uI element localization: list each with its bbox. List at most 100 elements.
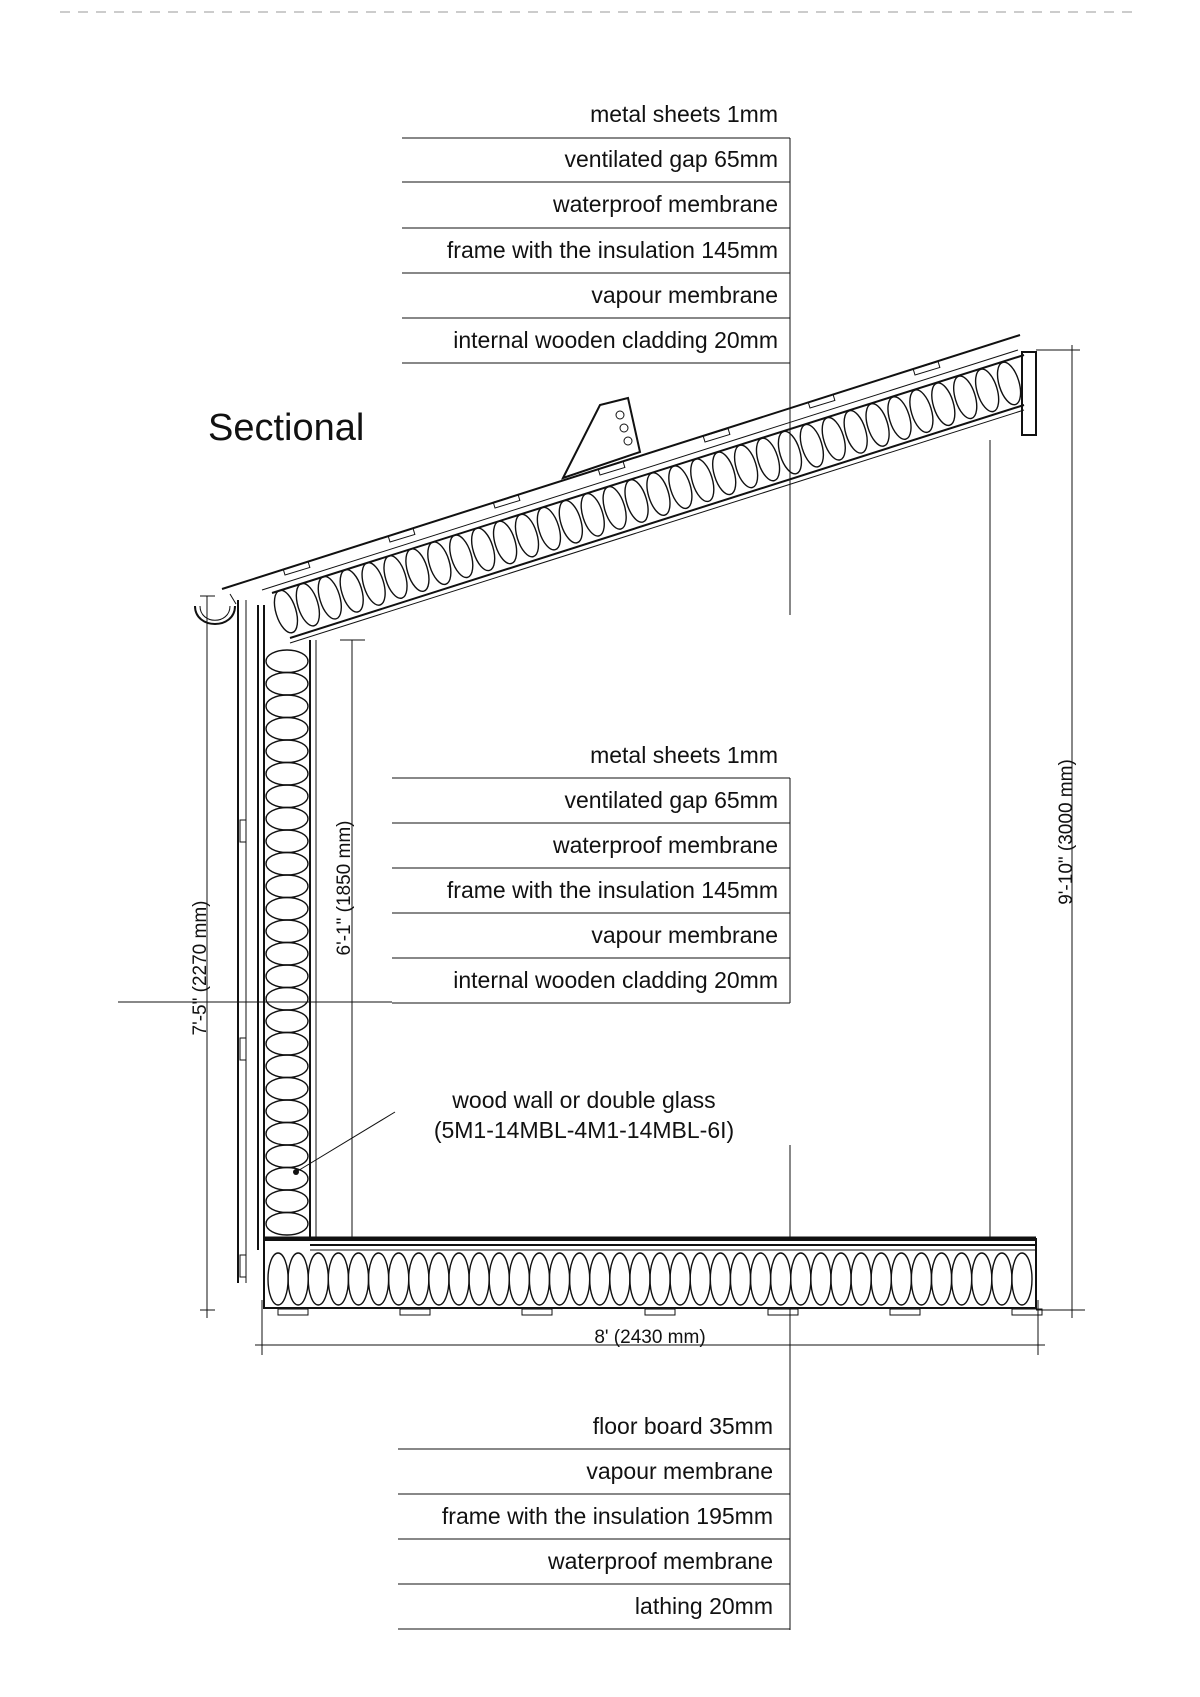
insulation-loop <box>265 1189 309 1214</box>
lathing-strip <box>644 1308 676 1316</box>
insulation-loop <box>265 716 309 741</box>
insulation-loop <box>367 1252 390 1306</box>
insulation-loop <box>991 1252 1013 1306</box>
insulation-loop <box>470 527 496 572</box>
insulation-loop <box>548 1252 571 1306</box>
insulation-loop <box>514 513 540 558</box>
insulation-loop <box>273 589 299 634</box>
insulation-loop <box>870 1252 892 1306</box>
lathing-strip <box>521 1308 553 1316</box>
wall-layer-1: ventilated gap 65mm <box>392 787 790 824</box>
insulation-loop <box>339 568 364 613</box>
total-height-dimension: 9'-10" (3000 mm) <box>1056 759 1077 905</box>
insulation-loop <box>930 1252 953 1306</box>
insulation-loop <box>327 1252 350 1306</box>
insulation-loop <box>265 761 309 786</box>
layer-label: waterproof membrane <box>547 1548 773 1574</box>
ridge-bracket <box>561 396 642 480</box>
insulation-loop <box>810 1252 832 1306</box>
insulation-loop <box>568 1252 591 1306</box>
insulation-loop <box>408 1252 430 1306</box>
insulation-loop <box>890 1252 913 1306</box>
roof-layer-0: metal sheets 1mm <box>402 101 790 139</box>
roof-layer-3: frame with the insulation 145mm <box>402 237 790 274</box>
insulation-loop <box>624 479 649 523</box>
insulation-loop <box>265 919 309 944</box>
insulation-loop <box>952 375 978 420</box>
insulation-loop <box>265 964 309 989</box>
insulation-loop <box>265 694 309 719</box>
insulation-loop <box>265 1009 309 1034</box>
layer-label: frame with the insulation 195mm <box>442 1503 773 1529</box>
insulation-loop <box>790 1252 812 1306</box>
drawing-title: Sectional <box>208 407 364 449</box>
insulation-loop <box>843 409 868 454</box>
layer-label: metal sheets 1mm <box>590 742 778 768</box>
insulation-loop <box>799 423 825 468</box>
layer-label: floor board 35mm <box>593 1413 773 1439</box>
insulation-loop <box>265 1076 309 1101</box>
insulation-loop <box>865 402 890 447</box>
layer-label: vapour membrane <box>591 922 778 948</box>
floor-layer-table: floor board 35mm vapour membrane frame w… <box>398 1413 790 1630</box>
insulation-loop <box>265 671 309 696</box>
layer-label: internal wooden cladding 20mm <box>453 327 778 353</box>
insulation-loop <box>265 1054 309 1079</box>
insulation-loop <box>733 444 759 489</box>
insulation-loop <box>405 548 430 593</box>
insulation-loop <box>265 896 309 921</box>
seam-clip <box>492 494 521 509</box>
layer-label: internal wooden cladding 20mm <box>453 967 778 993</box>
insulation-loop <box>317 575 343 620</box>
seam-clip <box>282 561 311 576</box>
insulation-loop <box>887 396 912 440</box>
insulation-loop <box>830 1252 852 1306</box>
glass-note-line1: wood wall or double glass <box>451 1087 715 1113</box>
insulation-loop <box>996 361 1022 406</box>
insulation-loop <box>449 534 474 579</box>
insulation-loop <box>265 829 309 854</box>
insulation-loop <box>974 368 1000 413</box>
floor-insulation <box>267 1252 1033 1306</box>
insulation-loop <box>265 851 309 876</box>
glass-note-dot <box>293 1169 299 1175</box>
floor-layer-0: floor board 35mm <box>398 1413 790 1450</box>
floor-layer-2: frame with the insulation 195mm <box>398 1503 790 1540</box>
insulation-loop <box>669 1252 691 1306</box>
insulation-loop <box>265 874 309 899</box>
layer-label: waterproof membrane <box>552 191 778 217</box>
insulation-loop <box>580 492 605 537</box>
insulation-loop <box>668 465 693 510</box>
insulation-loop <box>361 561 386 606</box>
roof-layer-table: metal sheets 1mm ventilated gap 65mm wat… <box>402 101 790 364</box>
layer-label: ventilated gap 65mm <box>564 146 778 172</box>
wall-layer-3: frame with the insulation 145mm <box>392 877 790 914</box>
glass-note-leader <box>295 1111 396 1173</box>
insulation-loop <box>265 1144 309 1169</box>
seam-clip <box>702 428 731 443</box>
insulation-loop <box>307 1252 330 1306</box>
insulation-loop <box>950 1252 973 1306</box>
insulation-loop <box>755 437 781 482</box>
insulation-loop <box>528 1252 551 1306</box>
insulation-loop <box>265 806 309 831</box>
layer-label: vapour membrane <box>591 282 778 308</box>
wall-layer-5: internal wooden cladding 20mm <box>392 967 790 1004</box>
insulation-loop <box>711 451 737 496</box>
insulation-loop <box>347 1252 370 1306</box>
insulation-loop <box>690 458 715 503</box>
insulation-loop <box>777 430 803 475</box>
insulation-loop <box>821 416 846 461</box>
wall-layer-4: vapour membrane <box>392 922 790 959</box>
layer-label: ventilated gap 65mm <box>564 787 778 813</box>
insulation-loop <box>265 1166 309 1191</box>
lathing-strip <box>1011 1308 1043 1316</box>
insulation-loop <box>709 1252 732 1306</box>
insulation-loop <box>428 1252 450 1306</box>
layer-label: frame with the insulation 145mm <box>447 877 778 903</box>
gutter <box>194 605 236 625</box>
lathing-strip <box>277 1308 309 1316</box>
insulation-loop <box>558 499 584 544</box>
roof-layer-1: ventilated gap 65mm <box>402 146 790 183</box>
